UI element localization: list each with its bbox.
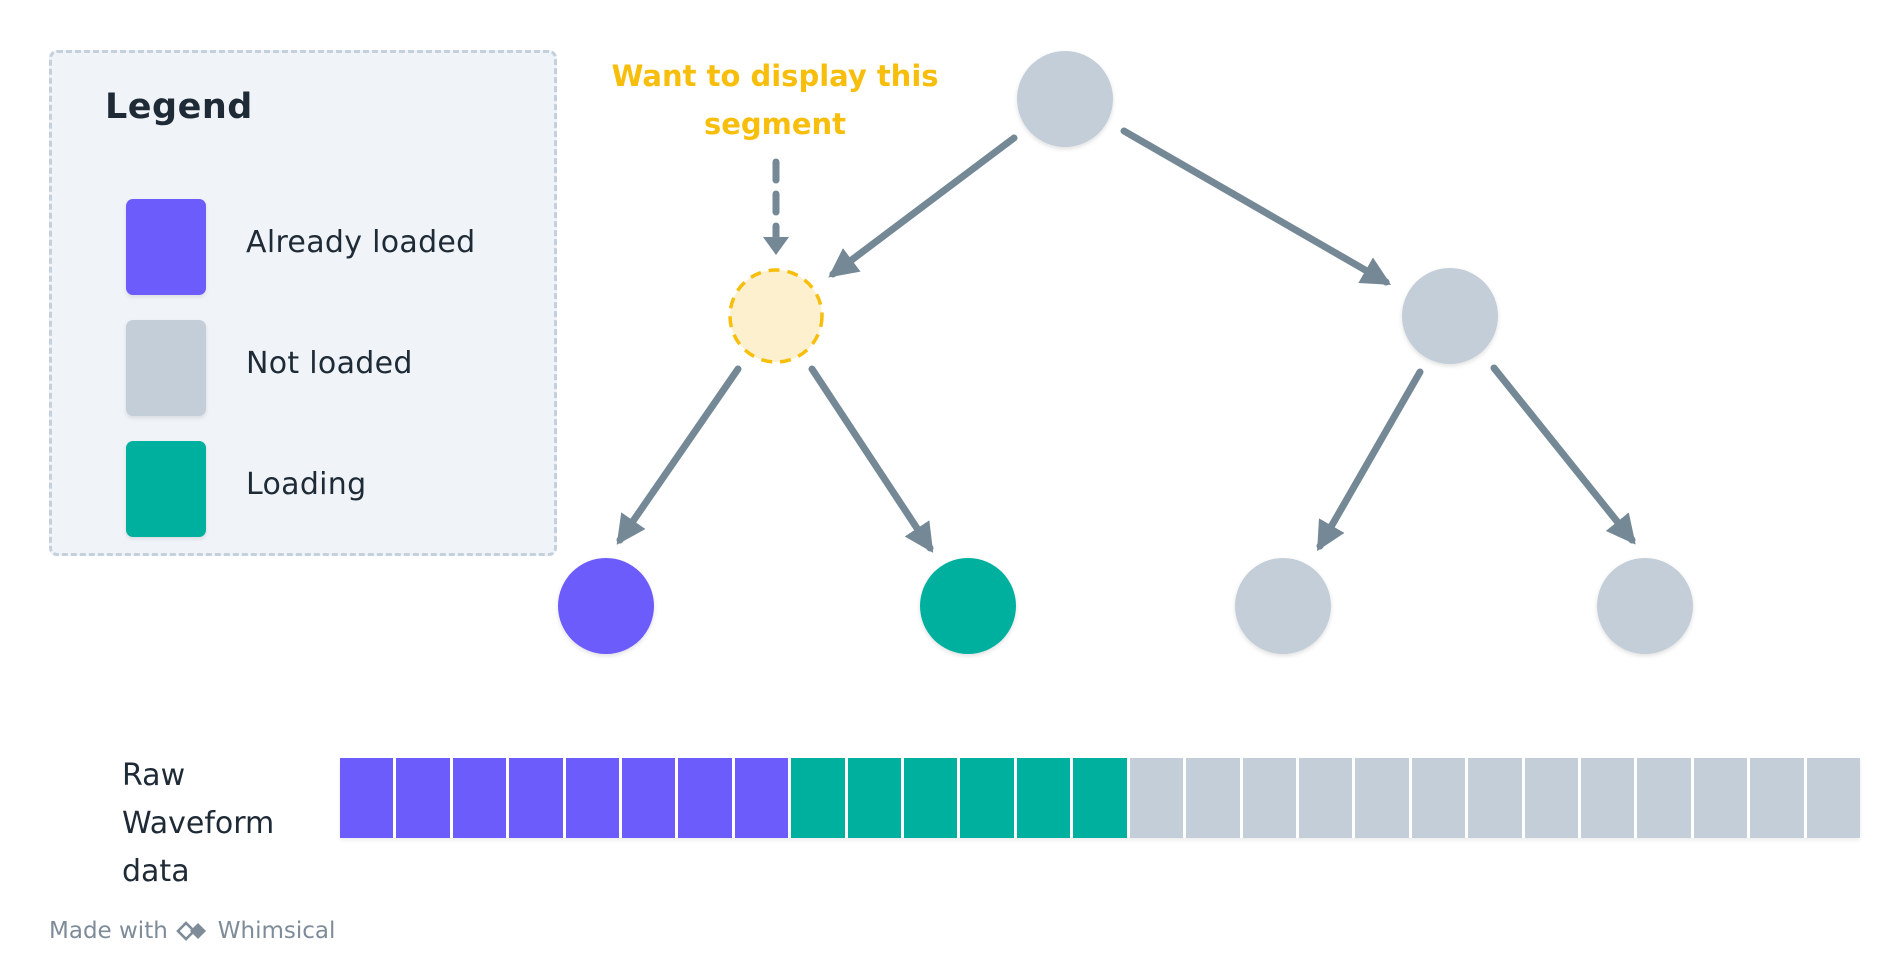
edge-root-to-right-child [1120, 127, 1392, 286]
legend-title: Legend [105, 87, 253, 127]
legend-swatch-loading [126, 441, 206, 537]
waveform-cell-loaded [509, 758, 563, 838]
edge-left-child-to-leaf-1 [616, 365, 742, 545]
legend-label-loading: Loading [246, 467, 367, 502]
waveform-cell-loaded [622, 758, 676, 838]
waveform-cell-loaded [734, 758, 789, 838]
waveform-cell-loading [1073, 758, 1127, 838]
waveform-cell-not-loaded [1806, 758, 1860, 838]
tree-node-leaf-2 [920, 558, 1016, 654]
waveform-cell-not-loaded [1129, 758, 1184, 838]
waveform-cell-not-loaded [1355, 758, 1409, 838]
tree-node-root [1017, 51, 1113, 147]
tree-node-target-segment [728, 268, 824, 364]
waveform-cell-not-loaded [1186, 758, 1240, 838]
waveform-cell-loaded [678, 758, 732, 838]
waveform-cell-loading [1016, 758, 1071, 838]
annotation-callout: Want to display this segment [590, 52, 960, 148]
whimsical-logo-icon [175, 921, 206, 941]
edge-left-child-to-leaf-2 [808, 365, 934, 553]
waveform-cell-not-loaded [1750, 758, 1804, 838]
waveform-cell-loading [904, 758, 958, 838]
edge-right-child-to-leaf-3 [1316, 368, 1424, 552]
waveform-cell-loading [960, 758, 1014, 838]
legend-swatch-already-loaded [126, 199, 206, 295]
tree-nodes [558, 51, 1693, 654]
tree-node-leaf-3 [1235, 558, 1331, 654]
made-with-footer: Made with Whimsical [49, 918, 335, 944]
legend-label-already-loaded: Already loaded [246, 225, 476, 260]
waveform-cell-not-loaded [1580, 758, 1635, 838]
tree-edges [616, 127, 1636, 553]
waveform-cell-loaded [396, 758, 450, 838]
edge-root-to-left-child [828, 134, 1018, 278]
tree-node-leaf-1 [558, 558, 654, 654]
waveform-cell-loading [847, 758, 902, 838]
waveform-label: Raw Waveform data [122, 758, 275, 889]
footer-prefix: Made with [49, 918, 168, 944]
legend-panel: Legend Already loaded Not loaded Loading [49, 50, 557, 556]
waveform-cell-not-loaded [1411, 758, 1466, 838]
waveform-cell-not-loaded [1693, 758, 1748, 838]
legend-label-not-loaded: Not loaded [246, 346, 413, 381]
waveform-cell-loaded [452, 758, 507, 838]
waveform-cell-not-loaded [1637, 758, 1691, 838]
edge-right-child-to-leaf-4 [1490, 364, 1636, 545]
waveform-cell-not-loaded [1524, 758, 1578, 838]
annotation-pointer-arrowhead [763, 237, 789, 255]
waveform-cell-loading [791, 758, 845, 838]
legend-swatch-not-loaded [126, 320, 206, 416]
tree-node-right-child [1402, 268, 1498, 364]
footer-brand: Whimsical [217, 918, 336, 944]
waveform-cell-not-loaded [1298, 758, 1353, 838]
waveform-segment-bar [340, 758, 1860, 838]
waveform-cell-not-loaded [1468, 758, 1522, 838]
annotation-line-2: segment [703, 107, 847, 141]
annotation-line-1: Want to display this [611, 59, 939, 93]
waveform-cell-loaded [340, 758, 394, 838]
waveform-cell-loaded [565, 758, 620, 838]
waveform-cell-not-loaded [1242, 758, 1296, 838]
tree-node-leaf-4 [1597, 558, 1693, 654]
